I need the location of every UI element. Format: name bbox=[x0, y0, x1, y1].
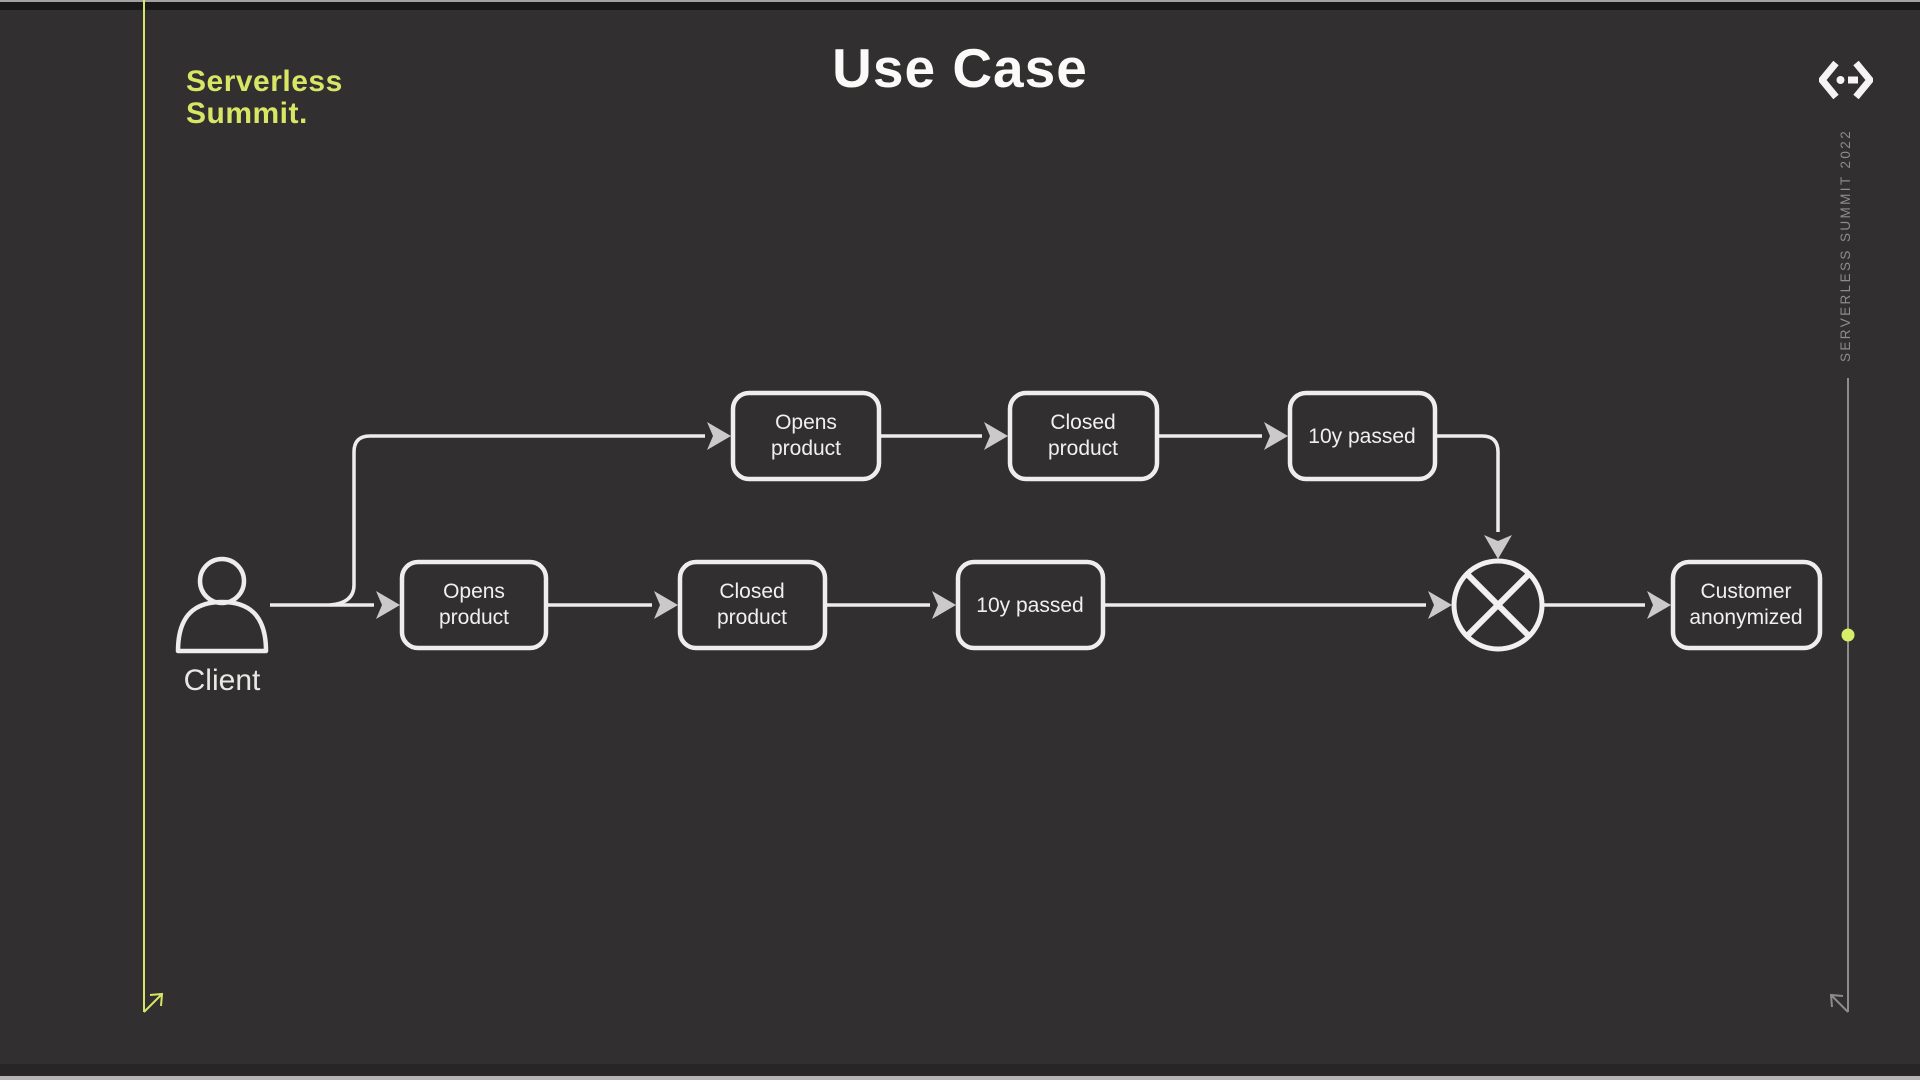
accent-line-left bbox=[143, 0, 164, 1013]
client-label: Client bbox=[184, 664, 261, 697]
progress-dot bbox=[1841, 628, 1855, 642]
svg-text:Opens: Opens bbox=[775, 411, 837, 434]
task-10y-passed-bottom: 10y passed bbox=[955, 559, 1106, 651]
page-title: Use Case bbox=[832, 37, 1088, 99]
svg-text:10y passed: 10y passed bbox=[976, 594, 1083, 617]
logo-line-2: Summit. bbox=[186, 97, 308, 130]
slide-bottom-frame bbox=[0, 1064, 1920, 1080]
svg-text:product: product bbox=[717, 606, 787, 629]
serverless-summit-logo: Serverless Summit. bbox=[186, 66, 343, 130]
svg-text:Closed: Closed bbox=[1050, 411, 1115, 434]
logo-line-1: Serverless bbox=[186, 65, 343, 98]
svg-text:Customer: Customer bbox=[1700, 580, 1791, 603]
flow-arrowheads bbox=[376, 422, 1671, 619]
slide-top-frame bbox=[0, 0, 1920, 10]
side-line-right bbox=[1829, 378, 1855, 1013]
svg-text:Closed: Closed bbox=[719, 580, 784, 603]
svg-text:product: product bbox=[771, 437, 841, 460]
svg-text:product: product bbox=[439, 606, 509, 629]
task-customer-anonymized: Customer anonymized bbox=[1670, 559, 1823, 651]
client-actor-icon bbox=[175, 556, 269, 654]
code-icon bbox=[1819, 60, 1873, 100]
exclusive-gateway-icon bbox=[1451, 558, 1545, 652]
task-opens-product-top: Opens product bbox=[730, 390, 882, 482]
svg-text:product: product bbox=[1048, 437, 1118, 460]
flow-connectors bbox=[270, 434, 1645, 607]
task-10y-passed-top: 10y passed bbox=[1287, 390, 1438, 482]
task-closed-product-top: Closed product bbox=[1007, 390, 1160, 482]
task-opens-product-bottom: Opens product bbox=[399, 559, 549, 651]
svg-text:anonymized: anonymized bbox=[1689, 606, 1802, 629]
svg-text:Opens: Opens bbox=[443, 580, 505, 603]
task-closed-product-bottom: Closed product bbox=[677, 559, 828, 651]
svg-text:10y passed: 10y passed bbox=[1308, 425, 1415, 448]
